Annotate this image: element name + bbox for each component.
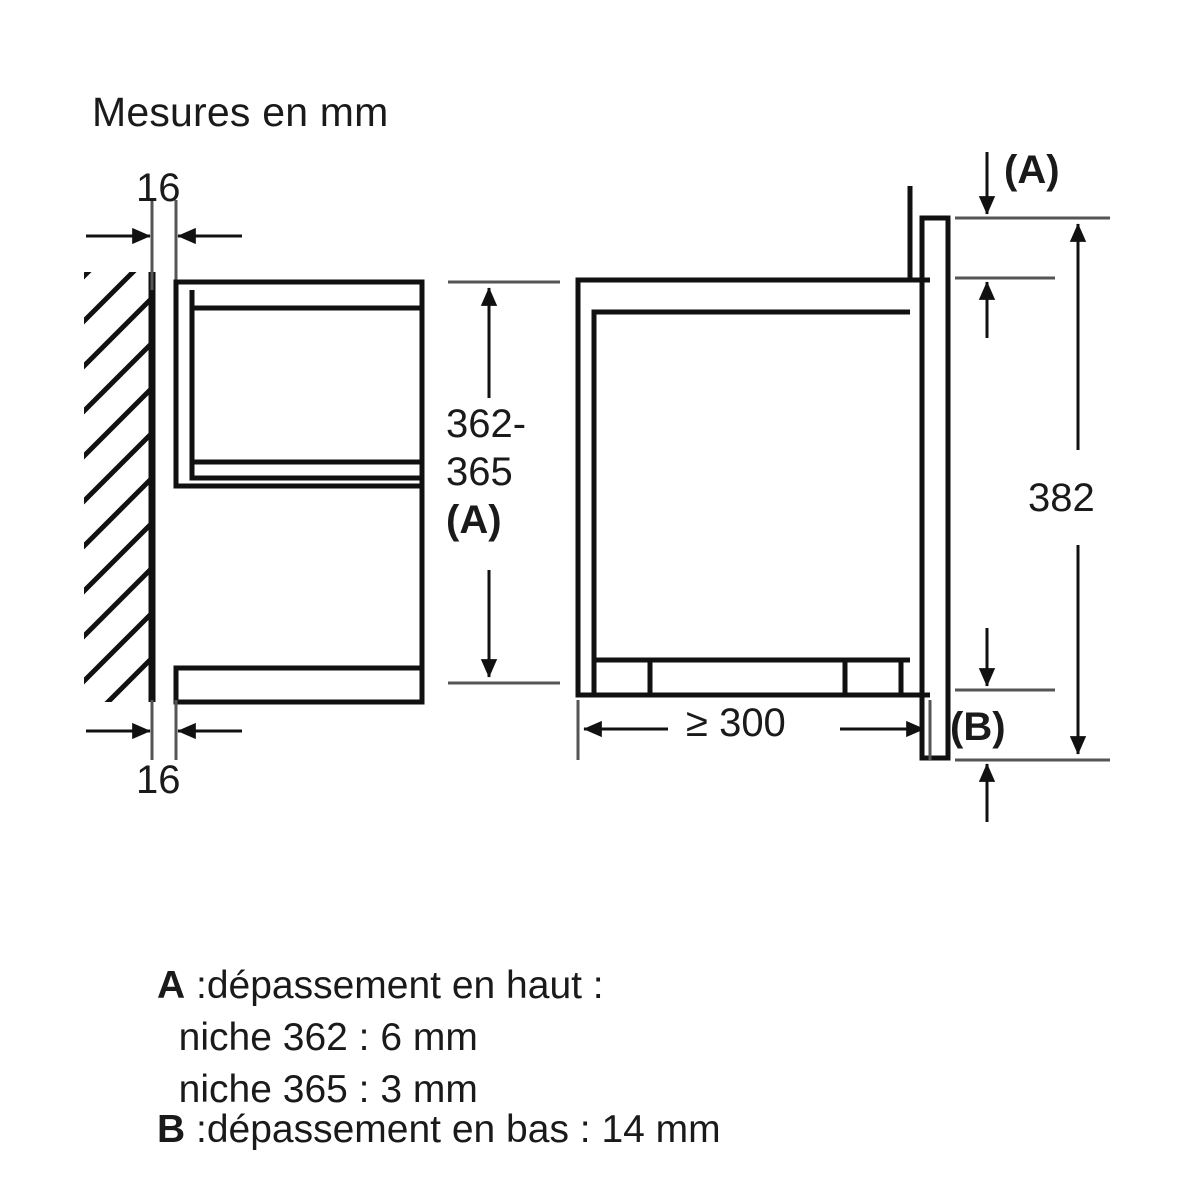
legend-row: niche 362 : 6 mm [92, 972, 478, 1104]
dim-label-overhang-bottom: (B) [950, 705, 1006, 749]
dim-label-gap-top: 16 [136, 166, 181, 210]
legend-text-b: :dépassement en bas : 14 mm [185, 1108, 721, 1151]
legend-row: niche 365 : 3 mm [92, 1024, 478, 1156]
legend-text-niche-365: niche 365 : 3 mm [157, 1068, 478, 1111]
appliance-inner-cavity [591, 309, 910, 663]
niche-upper-outer-box [173, 279, 425, 489]
dim-label-appliance-height: 382 [1028, 476, 1095, 520]
right-view-group [575, 152, 1110, 822]
dim-label-gap-bottom: 16 [136, 758, 181, 802]
legend-row: A :dépassement en haut : [92, 920, 604, 1052]
legend-row: B :dépassement en bas : 14 mm [92, 1064, 721, 1196]
appliance-foot-right [842, 657, 904, 698]
niche-lower-shelf [173, 665, 425, 705]
dim-label-niche-height-1: 362- [446, 402, 527, 446]
page-title: Mesures en mm [92, 89, 389, 135]
legend-text-niche-362: niche 362 : 6 mm [157, 1016, 478, 1059]
dim-label-overhang-top: (A) [1004, 148, 1060, 192]
appliance-foot-left [591, 657, 653, 698]
dim-label-niche-height-2: 365 [446, 450, 513, 494]
dim-label-niche-height-ref: (A) [446, 498, 502, 542]
wall-hatching [84, 272, 154, 702]
middle-dimension-group [448, 280, 560, 685]
legend-key-b: B [157, 1108, 186, 1151]
niche-upper-inner-box [189, 290, 422, 481]
appliance-outer-body [575, 277, 930, 698]
legend-text-a: :dépassement en haut : [185, 964, 604, 1007]
dim-label-depth: ≥ 300 [686, 701, 786, 745]
legend-key-a: A [157, 964, 186, 1007]
left-view-group [84, 200, 425, 760]
appliance-front-panel [919, 215, 951, 761]
